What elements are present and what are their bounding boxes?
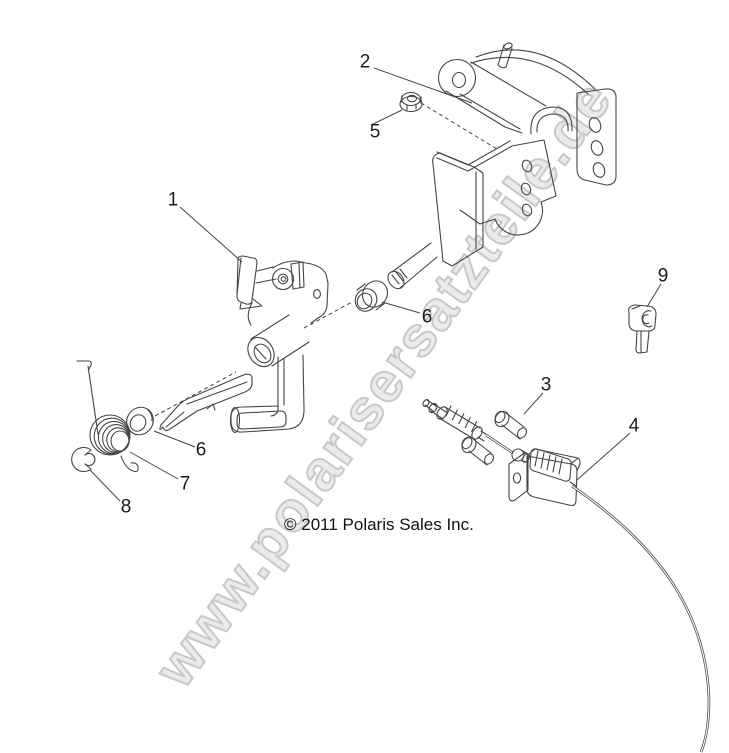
flange-nut-part-5 — [399, 91, 423, 113]
callout-label-4: 4 — [628, 415, 640, 437]
assembly-centerlines — [154, 102, 498, 417]
bracket-part-2 — [387, 42, 617, 290]
clevis-pin-part-3-upper — [494, 410, 528, 440]
throttle-cable-part-4 — [422, 398, 711, 753]
clevis-pin-part-3-lower — [461, 436, 495, 466]
bushing-part-6-left — [126, 406, 154, 436]
callout-label-6-left: 6 — [195, 439, 207, 461]
copyright-text: © 2011 Polaris Sales Inc. — [284, 515, 474, 534]
bushing-part-6-right — [354, 280, 388, 312]
callout-label-7: 7 — [179, 473, 191, 495]
pedal-part-1 — [159, 255, 329, 434]
callout-label-9: 9 — [657, 265, 669, 287]
callout-label-5: 5 — [369, 121, 381, 143]
callout-label-1: 1 — [167, 189, 179, 211]
callout-leader-lines — [89, 67, 662, 502]
callout-label-3: 3 — [540, 374, 552, 396]
callout-label-2: 2 — [359, 51, 371, 73]
e-clip-part-8 — [71, 446, 96, 473]
clip-part-9 — [628, 304, 657, 354]
callout-label-8: 8 — [120, 496, 132, 518]
callout-label-6-right: 6 — [421, 306, 433, 328]
spring-part-7 — [76, 360, 139, 473]
